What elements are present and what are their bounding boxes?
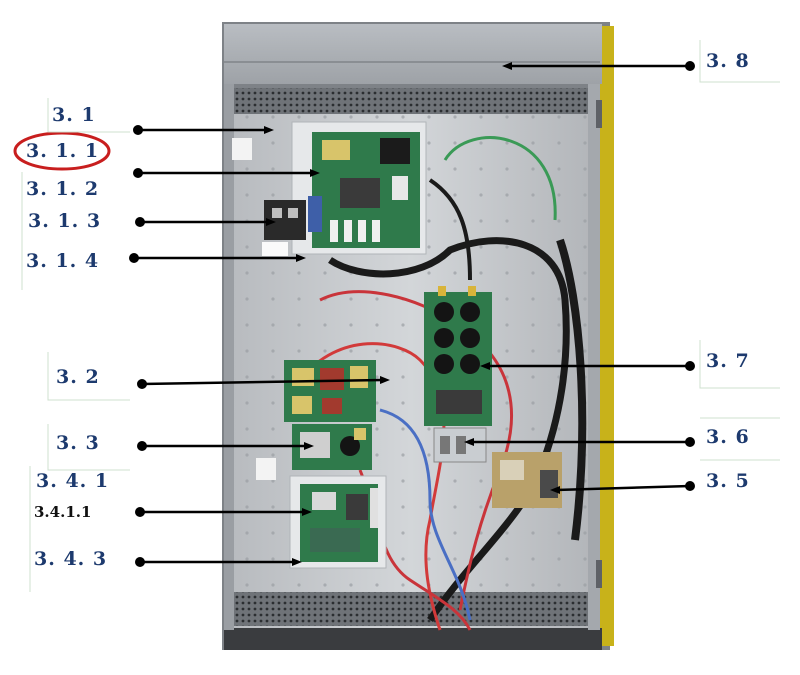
- label-3-1-4: 3. 1. 4: [26, 250, 100, 272]
- driver-board: [289, 475, 387, 569]
- label-3-4-3: 3. 4. 3: [34, 548, 108, 570]
- leader-3-5: [550, 481, 695, 494]
- label-3-7: 3. 7: [706, 350, 750, 372]
- leader-3-4-3: [135, 557, 302, 567]
- label-sticker-top: [232, 138, 252, 160]
- leader-3-1-4: [129, 253, 306, 263]
- label-3-5: 3. 5: [706, 470, 750, 492]
- wiring: [298, 136, 587, 631]
- leader-3-4-1-1: [135, 507, 312, 517]
- hinge-bottom: [596, 560, 602, 588]
- label-3-8: 3. 8: [706, 50, 750, 72]
- leader-3-7: [480, 361, 695, 371]
- label-3-1-2: 3. 1. 2: [26, 178, 100, 200]
- label-3-1-1: 3. 1. 1: [26, 140, 100, 162]
- label-sticker-bottom: [256, 458, 276, 480]
- hinge-top: [596, 100, 602, 128]
- leader-lines: [129, 61, 695, 567]
- label-3-1-3: 3. 1. 3: [28, 210, 102, 232]
- leader-3-3: [137, 441, 314, 451]
- sensor-module: [492, 452, 562, 508]
- label-3-6: 3. 6: [706, 426, 750, 448]
- terminal-block: [433, 427, 487, 463]
- label-3-4-1: 3. 4. 1: [36, 470, 110, 492]
- capacitor-board: [424, 286, 492, 426]
- label-3-2: 3. 2: [56, 366, 100, 388]
- label-3-4-1-1: 3.4.1.1: [34, 503, 92, 521]
- leader-3-1: [133, 125, 274, 135]
- leader-3-2: [137, 376, 390, 389]
- label-3-1: 3. 1: [52, 104, 96, 126]
- control-board-area: [262, 121, 427, 256]
- bottom-vent: [234, 592, 588, 626]
- filter-board: [284, 360, 376, 422]
- yellow-side-edge: [600, 26, 614, 646]
- highlight-circle: [13, 131, 111, 171]
- label-guides: [21, 40, 780, 592]
- top-vent: [234, 88, 588, 114]
- leader-3-1-3: [135, 217, 276, 227]
- cabinet-body: [222, 22, 614, 650]
- leader-3-8: [502, 61, 695, 71]
- leader-3-6: [464, 437, 695, 447]
- leader-3-1-1: [133, 168, 320, 178]
- top-rail: [224, 24, 602, 84]
- label-3-3: 3. 3: [56, 432, 100, 454]
